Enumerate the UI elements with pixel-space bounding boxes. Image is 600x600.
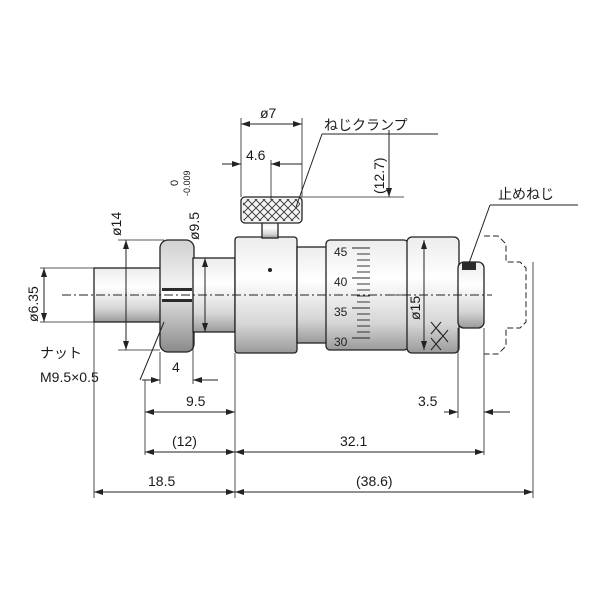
nut-thread-label: M9.5×0.5 (40, 369, 99, 385)
phantom-outline (484, 235, 527, 355)
stop-screw-label: 止めねじ (498, 186, 554, 202)
dim-dia-9-5: ø9.5 (186, 212, 202, 240)
nut-label: ナット (40, 345, 82, 361)
arrow-heads (41, 121, 533, 495)
dim-tol-upper: 0 (169, 180, 181, 186)
screw-clamp-label: ねじクランプ (324, 117, 408, 133)
clamp-stem (261, 221, 279, 239)
dim-len-4-6: 4.6 (246, 147, 266, 163)
dim-len-12: (12) (172, 433, 197, 449)
scale-label-45: 45 (334, 245, 348, 259)
dim-len-38-6: (38.6) (356, 473, 393, 489)
dim-dia-7: ø7 (260, 105, 277, 121)
dim-dia-15: ø15 (407, 296, 423, 320)
dim-tol-lower: -0.009 (182, 170, 192, 196)
sleeve-screw-dot (268, 268, 272, 272)
dim-dia-14: ø14 (108, 212, 124, 236)
dim-len-4: 4 (172, 359, 180, 375)
dim-len-3-5: 3.5 (418, 393, 438, 409)
thimble-scale-ticks (352, 247, 370, 339)
dim-len-9-5: 9.5 (186, 393, 206, 409)
dim-len-12-7: (12.7) (371, 157, 387, 194)
dim-len-18-5: 18.5 (148, 473, 175, 489)
dim-len-32-1: 32.1 (340, 433, 367, 449)
scale-label-40: 40 (334, 275, 348, 289)
scale-label-35: 35 (334, 305, 348, 319)
dim-dia-6-35: ø6.35 (25, 286, 41, 322)
scale-label-30: 30 (334, 335, 348, 349)
